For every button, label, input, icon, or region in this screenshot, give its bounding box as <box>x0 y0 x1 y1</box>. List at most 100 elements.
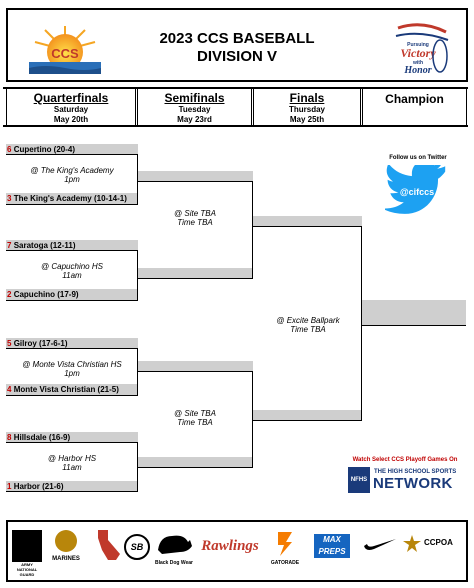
champion-slot <box>362 300 466 325</box>
seed-number: 7 <box>7 241 12 250</box>
sf2-bottom-slot <box>138 457 253 468</box>
seed-number: 1 <box>7 482 12 491</box>
qf3-bottom-line <box>6 395 138 396</box>
qf3-bottom-team: 4 Monte Vista Christian (21-5) <box>6 384 138 395</box>
round-title: Champion <box>385 92 444 106</box>
round-header-semifinals: Semifinals Tuesday May 23rd <box>137 88 252 126</box>
qf2-bottom-line <box>6 300 138 301</box>
game-time: Time TBA <box>290 325 326 334</box>
sf2-venue: @ Site TBA Time TBA <box>140 409 250 427</box>
venue-name: @ Site TBA <box>174 409 216 418</box>
qf3-top-team: 5 Gilroy (17-6-1) <box>6 338 138 349</box>
game-time: 1pm <box>64 175 80 184</box>
round-day: Tuesday <box>178 105 211 114</box>
team-name: Harbor (21-6) <box>13 482 64 491</box>
game-time: 11am <box>62 271 82 280</box>
qf3-connector <box>137 348 138 396</box>
svg-text:with: with <box>412 60 423 66</box>
gatorade-bolt-icon <box>278 532 292 556</box>
victory-honor-logo-icon: Pursuing Victory with Honor <box>392 22 450 76</box>
qf4-top-line <box>6 442 138 443</box>
page-title: 2023 CCS BASEBALL <box>159 30 315 47</box>
nike-swoosh-icon <box>364 539 396 550</box>
venue-name: @ Site TBA <box>174 209 216 218</box>
sf1-venue: @ Site TBA Time TBA <box>140 209 250 227</box>
sponsor-black-dog: Black Dog Wear <box>154 530 194 572</box>
final-top-slot <box>253 216 362 227</box>
round-title: Quarterfinals <box>33 91 109 105</box>
team-name: Cupertino (20-4) <box>13 145 76 154</box>
qf3-venue: @ Monte Vista Christian HS 1pm <box>6 360 138 378</box>
sf1-bottom-slot <box>138 268 253 279</box>
qf4-bottom-team: 1 Harbor (21-6) <box>6 481 138 492</box>
seed-number: 4 <box>7 385 12 394</box>
game-time: Time TBA <box>177 218 213 227</box>
sponsor-army-guard: ARMY NATIONAL GUARD <box>12 530 42 577</box>
champion-line <box>362 325 466 326</box>
team-name: Saratoga (12-11) <box>13 241 76 250</box>
sf2-connector <box>252 371 253 468</box>
team-name: The King's Academy (10-14-1) <box>13 194 127 203</box>
venue-name: @ Capuchino HS <box>41 262 103 271</box>
nfhs-network-logo[interactable]: Watch Select CCS Playoff Games On NFHS T… <box>346 457 464 497</box>
final-venue: @ Excite Ballpark Time TBA <box>256 316 360 334</box>
nfhs-promo-text: Watch Select CCS Playoff Games On <box>352 457 458 463</box>
nfhs-subtitle: THE HIGH SCHOOL SPORTS <box>374 469 457 475</box>
venue-name: @ The King's Academy <box>30 166 114 175</box>
round-header-quarterfinals: Quarterfinals Saturday May 20th <box>6 88 136 126</box>
team-name: Monte Vista Christian (21-5) <box>13 385 119 394</box>
nfhs-title: NETWORK <box>373 475 453 492</box>
seed-number: 3 <box>7 194 12 203</box>
sf1-top-slot <box>138 171 253 182</box>
qf1-connector <box>137 154 138 205</box>
bracket-header: CCS 2023 CCS BASEBALL DIVISION V Pursuin… <box>6 8 468 82</box>
qf4-top-team: 8 Hillsdale (16-9) <box>6 432 138 443</box>
svg-text:Honor: Honor <box>403 65 431 76</box>
twitter-follow-text: Follow us on Twitter <box>389 155 447 161</box>
california-map-icon <box>98 530 120 560</box>
army-guard-icon <box>12 530 42 562</box>
sponsor-marines: MARINES <box>46 530 86 572</box>
game-time: 11am <box>62 463 82 472</box>
qf1-bottom-team: 3 The King's Academy (10-14-1) <box>6 193 138 204</box>
team-name: Gilroy (17-6-1) <box>13 339 68 348</box>
svg-text:Pursuing: Pursuing <box>407 42 429 48</box>
final-top-line <box>253 226 362 227</box>
svg-text:@cifccs: @cifccs <box>400 187 434 197</box>
final-bottom-line <box>253 420 362 421</box>
nfhs-badge-icon: NFHS <box>348 467 370 493</box>
round-title: Semifinals <box>164 91 225 105</box>
qf4-bottom-line <box>6 491 138 492</box>
venue-name: @ Monte Vista Christian HS <box>22 360 122 369</box>
qf2-bottom-team: 2 Capuchino (17-9) <box>6 289 138 300</box>
sponsor-california <box>94 528 122 570</box>
qf2-venue: @ Capuchino HS 11am <box>6 262 138 280</box>
svg-text:Victory: Victory <box>400 46 436 60</box>
sponsor-sb-icon: SB <box>124 534 150 560</box>
qf2-top-line <box>6 250 138 251</box>
game-time: 1pm <box>64 369 80 378</box>
qf2-connector <box>137 250 138 301</box>
svg-text:CCS: CCS <box>51 46 79 61</box>
sf2-top-slot <box>138 361 253 372</box>
seed-number: 8 <box>7 433 12 442</box>
seed-number: 5 <box>7 339 12 348</box>
ccpoa-badge-icon <box>403 535 421 552</box>
team-name: Hillsdale (16-9) <box>13 433 71 442</box>
qf1-top-team: 6 Cupertino (20-4) <box>6 144 138 155</box>
round-day: Saturday <box>53 105 89 114</box>
round-date: May 25th <box>289 115 325 124</box>
sponsor-ccpoa: CCPOA <box>402 530 464 574</box>
page-subtitle: DIVISION V <box>196 48 278 65</box>
sf1-bottom-line <box>138 278 253 279</box>
sponsor-maxpreps: MAX PREPS <box>314 534 350 558</box>
qf3-top-line <box>6 348 138 349</box>
final-connector <box>361 226 362 421</box>
sponsor-bar: ARMY NATIONAL GUARD MARINES SB Black Dog… <box>6 520 468 582</box>
seed-number: 6 <box>7 145 12 154</box>
twitter-bird-icon[interactable]: @cifccs <box>385 165 447 215</box>
team-name: Capuchino (17-9) <box>13 290 79 299</box>
qf4-connector <box>137 442 138 492</box>
sf1-top-line <box>138 181 253 182</box>
qf1-venue: @ The King's Academy 1pm <box>6 166 138 184</box>
